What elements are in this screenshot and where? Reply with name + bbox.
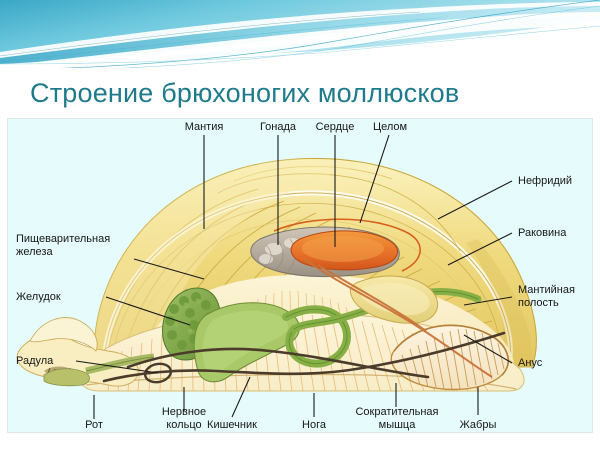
label-mantle-cavity-line1: Мантийная	[518, 284, 575, 296]
label-heart: Сердце	[315, 121, 355, 133]
label-digestive-gland-line1: Пищеварительная	[16, 233, 111, 245]
label-mantle: Мантия	[184, 121, 224, 133]
leader-lines	[75, 134, 513, 419]
label-shell: Раковина	[518, 227, 567, 239]
label-gills: Жабры	[459, 419, 497, 431]
label-radula: Радула	[16, 355, 54, 367]
header-banner	[0, 0, 600, 72]
label-digestive-gland-line2: железа	[16, 246, 53, 258]
label-coelom: Целом	[372, 121, 408, 133]
leader-digestive-gland	[133, 258, 205, 280]
label-mantle-cavity-line2: полость	[518, 297, 559, 309]
stomach-shape	[193, 302, 300, 383]
nerve-ring	[143, 362, 173, 384]
blood-vessel	[303, 258, 493, 378]
leader-mantle-cavity	[463, 296, 513, 306]
leader-anus	[463, 334, 513, 364]
leader-radula	[75, 360, 159, 374]
nephridium-shape	[349, 275, 438, 324]
anatomy-diagram-panel: Мантия Гонада Сердце Целом Пищеварительн…	[7, 118, 593, 433]
label-stomach: Желудок	[16, 291, 61, 303]
head-shape	[16, 317, 155, 387]
label-nerve-ring-line2: кольцо	[166, 419, 202, 431]
label-mouth: Рот	[85, 419, 103, 431]
leader-coelom	[359, 134, 390, 224]
leader-nephridium	[437, 180, 513, 220]
nerve-system	[102, 331, 506, 383]
gastropod-anatomy-illustration	[8, 119, 592, 432]
page-title: Строение брюхоногих моллюсков	[30, 78, 460, 108]
label-nephridium: Нефридий	[518, 175, 573, 187]
heart-shape	[273, 218, 421, 272]
label-retractor-muscle-line1: Сократительная	[355, 406, 439, 418]
label-retractor-muscle-line2: мышца	[378, 419, 416, 431]
label-nerve-ring-line1: Нервное	[161, 406, 207, 418]
label-gonad: Гонада	[259, 121, 297, 133]
leader-intestine	[231, 376, 251, 418]
label-anus: Анус	[518, 357, 543, 369]
label-foot: Нога	[302, 419, 326, 431]
leader-stomach	[105, 296, 191, 326]
label-intestine: Кишечник	[207, 419, 257, 431]
leader-shell	[447, 232, 513, 266]
